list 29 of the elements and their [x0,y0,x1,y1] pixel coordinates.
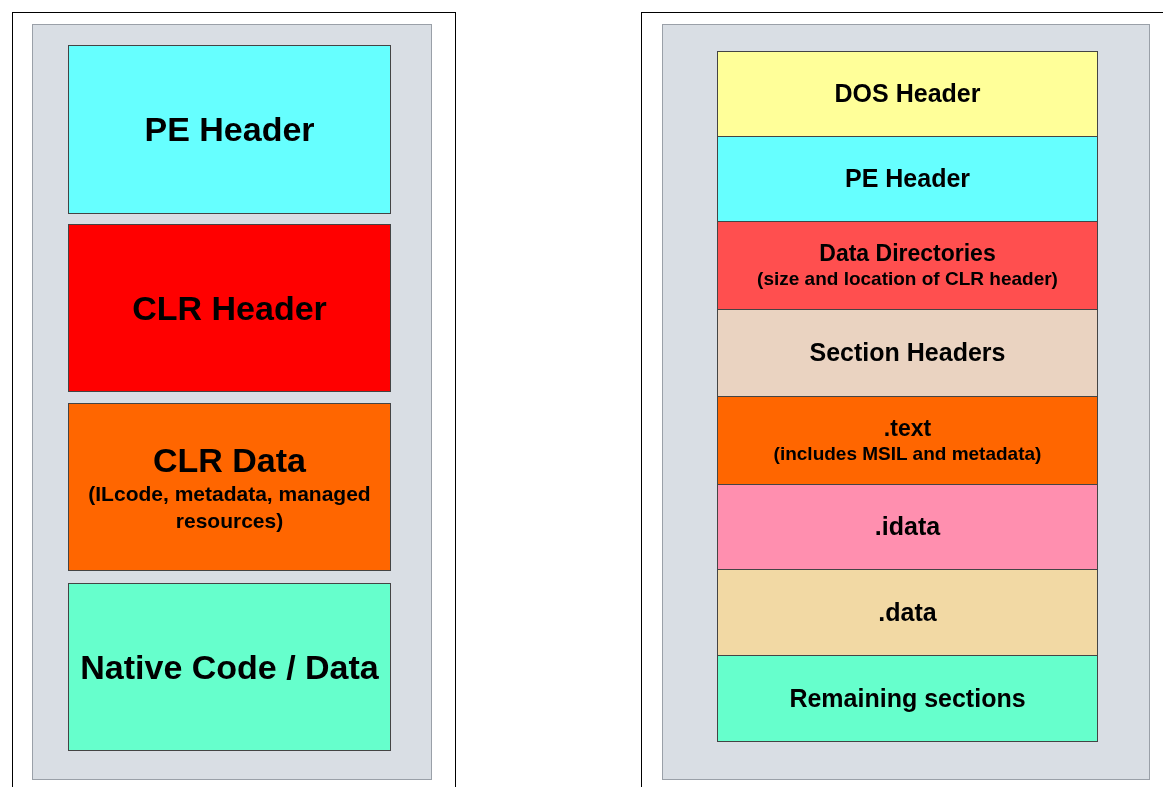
section-box [717,309,1098,397]
section-box [717,484,1098,570]
section-title: .data [878,597,937,628]
section-note: (ILcode, metadata, managed resources) [87,480,372,535]
section-title: Section Headers [809,338,1006,368]
section-box [717,396,1098,485]
section-box [68,583,391,751]
section-title: CLR Header [132,287,327,329]
section-box [717,221,1098,310]
section-box [717,655,1098,742]
section-title: .idata [874,512,941,542]
section-box [717,51,1098,137]
panel-background [662,24,1150,780]
section-title: PE Header [144,109,315,150]
section-title: DOS Header [834,79,981,109]
section-note: (includes MSIL and metadata) [773,441,1042,466]
section-box [68,403,391,571]
section-title: CLR Data [153,439,306,480]
section-title: Remaining sections [789,683,1026,714]
section-title: Data Directories [819,239,996,267]
section-box [68,45,391,214]
section-title: Native Code / Data [80,646,379,688]
section-box [68,224,391,392]
section-note: (size and location of CLR header) [757,266,1058,291]
section-title: PE Header [844,164,971,194]
panel-background [32,24,432,780]
section-box [717,136,1098,222]
section-box [717,569,1098,656]
section-title: .text [883,414,932,442]
